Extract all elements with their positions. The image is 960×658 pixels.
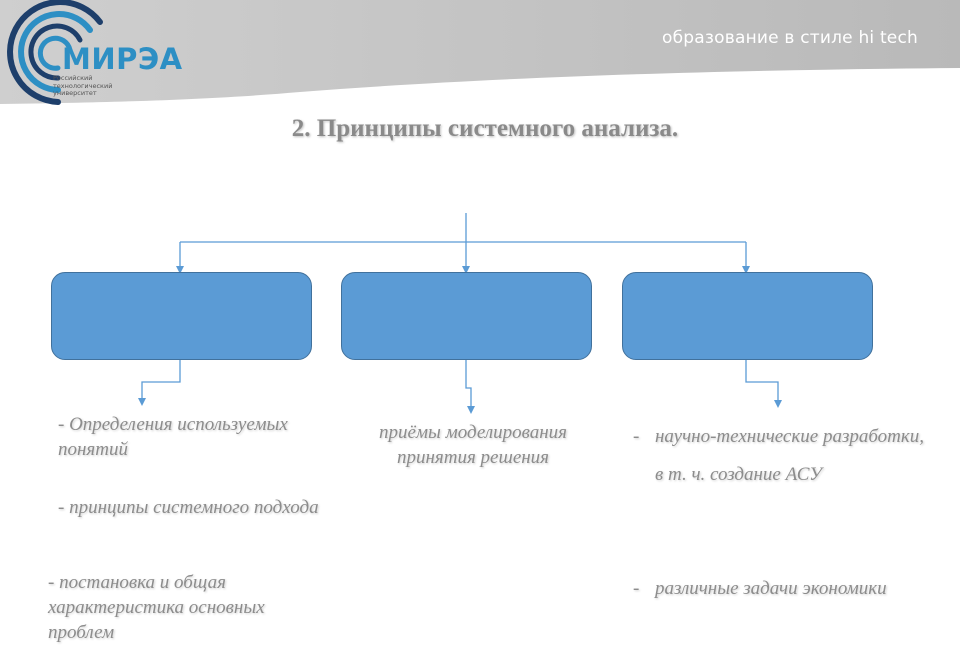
connector-box-1-down <box>138 360 181 406</box>
logo-arcs-icon <box>7 0 103 105</box>
diagram-box-3 <box>622 272 873 360</box>
right-item-economics-text: различные задачи экономики <box>655 578 887 599</box>
diagram-box-2 <box>341 272 592 360</box>
right-item-economics: - различные задачи экономики <box>633 570 933 608</box>
logo-wordmark: МИРЭА <box>62 42 183 76</box>
header-banner <box>0 0 960 104</box>
left-item-principles: - принципы системного подхода <box>58 497 319 518</box>
right-item-research: - научно-технические разработки, в т. ч.… <box>633 418 933 533</box>
right-item-research-text: научно-технические разработки, в т. ч. с… <box>655 426 925 485</box>
left-item-problems: - постановка и общая характеристика осно… <box>48 572 265 643</box>
left-item-definitions: - Определения используемых понятий <box>58 414 288 460</box>
logo-subtitle: Российский технологический университет <box>53 74 143 98</box>
bullet-dash: - <box>633 426 640 447</box>
slide-title: 2. Принципы системного анализа. <box>291 115 679 142</box>
logo-subtitle-line: Российский <box>53 74 93 82</box>
logo-subtitle-line: технологический <box>53 81 113 90</box>
connector-box-2-down <box>465 360 475 414</box>
university-logo: МИРЭА Российский технологический универс… <box>0 0 200 108</box>
center-item-modeling: приёмы моделирования принятия решения <box>378 422 567 468</box>
bullet-dash: - <box>633 578 640 599</box>
diagram-box-1 <box>51 272 312 360</box>
header-tagline: образование в стиле hi tech <box>662 28 918 48</box>
logo-subtitle-line: университет <box>53 89 97 97</box>
connector-box-3-down <box>745 360 782 408</box>
